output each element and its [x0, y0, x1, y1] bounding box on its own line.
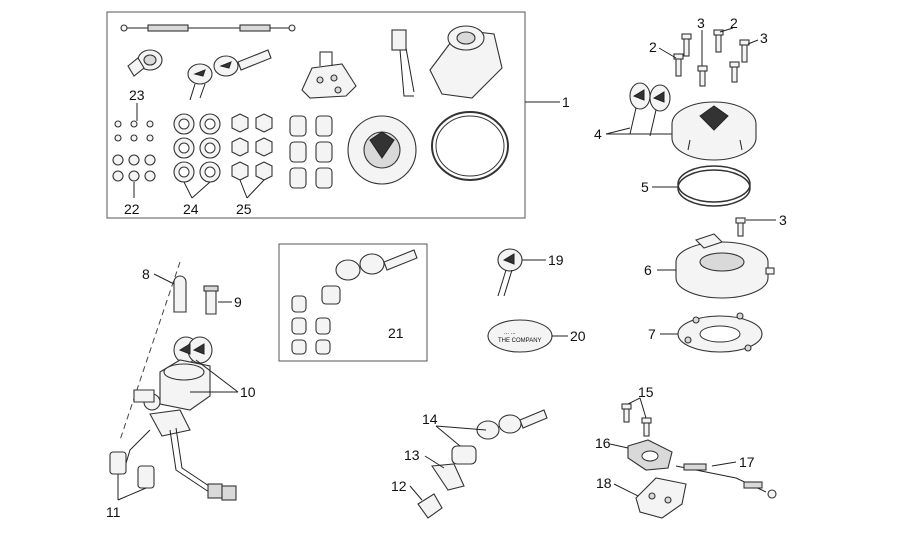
kit-cylinders [289, 115, 333, 189]
callout-16: 16 [595, 435, 611, 451]
seat-lock [301, 51, 357, 99]
kit-box-frame [106, 11, 526, 219]
kit-cable [120, 24, 296, 32]
keys-10 [173, 336, 213, 364]
key-19 [497, 248, 523, 297]
connector-11b [137, 465, 155, 489]
lock-cylinder-13 [431, 445, 477, 491]
seat-lock-assembly: 14 13 12 [391, 409, 548, 519]
callout-21: 21 [388, 325, 404, 341]
leader-13 [424, 455, 445, 469]
leader-14a [435, 425, 487, 431]
bracket-18 [635, 477, 687, 519]
cylinder-kit-group: 21 [278, 243, 428, 362]
callout-10: 10 [240, 384, 256, 400]
pin-9 [205, 289, 217, 315]
keys-14 [476, 409, 548, 440]
washers-23 [114, 120, 154, 142]
callout-2a: 2 [649, 39, 657, 55]
connector-11a [109, 451, 127, 475]
kit-box-group: 1 [106, 11, 570, 219]
bracket-assembly: 15 16 18 17 [595, 384, 777, 519]
bolts-2-3 [673, 29, 750, 87]
gasket-5 [677, 165, 751, 207]
callout-17: 17 [739, 454, 755, 470]
callout-6: 6 [644, 262, 652, 278]
callout-11: 11 [106, 504, 121, 520]
callout-24: 24 [183, 201, 199, 217]
callout-3c: 3 [779, 212, 787, 228]
leader-25a [239, 179, 248, 199]
kit-fuel-cap [347, 115, 417, 185]
leader-4a [605, 127, 631, 135]
leader-3b [747, 39, 759, 45]
leader-2a [658, 47, 677, 59]
bolt-15a [623, 407, 630, 423]
callout-9: 9 [234, 294, 242, 310]
callout-5: 5 [641, 179, 649, 195]
ignition-switch [123, 359, 237, 501]
bolt-15b [643, 421, 650, 437]
callout-23: 23 [129, 87, 145, 103]
leader-15b [639, 397, 647, 419]
fuel-cap-assembly: 2 3 2 3 4 5 [594, 15, 787, 353]
callout-3a: 3 [697, 15, 705, 31]
callout-13: 13 [404, 447, 420, 463]
callout-4: 4 [594, 126, 602, 142]
callout-12: 12 [391, 478, 407, 494]
leader-8 [153, 273, 175, 285]
callout-7: 7 [648, 326, 656, 342]
callout-3b: 3 [760, 30, 768, 46]
callout-14: 14 [422, 411, 438, 427]
callout-15: 15 [638, 384, 654, 400]
fuel-cap [671, 101, 757, 161]
nuts-25 [231, 113, 273, 181]
ignition-assembly: 8 9 10 [106, 261, 256, 520]
callout-1: 1 [562, 94, 570, 110]
callout-8: 8 [142, 266, 150, 282]
leader-15a [627, 397, 641, 405]
latch-12 [417, 493, 443, 519]
leader-10a [195, 359, 239, 393]
cable-17 [675, 463, 777, 499]
leader-17 [711, 461, 737, 467]
small-lock [127, 49, 163, 77]
cylinder-kit-key [321, 249, 418, 305]
leader-24a [183, 181, 193, 199]
plate-7 [677, 312, 763, 353]
kit-ignition [391, 25, 503, 99]
callout-2b: 2 [730, 15, 738, 31]
cylinder-kit-cylinders [291, 295, 331, 355]
pin-8 [173, 275, 187, 313]
emblem-line-2: THE COMPANY [498, 338, 542, 344]
leader-2b [719, 27, 734, 33]
callout-25: 25 [236, 201, 252, 217]
bolt-3 [737, 221, 744, 237]
kit-gasket [431, 111, 509, 181]
callout-18: 18 [596, 475, 612, 491]
emblem-line-1: ... ... [504, 330, 516, 336]
callout-19: 19 [548, 252, 564, 268]
callout-22: 22 [124, 201, 140, 217]
leader-16 [609, 443, 629, 449]
leader-14b [435, 425, 461, 447]
emblem-20: ... ... THE COMPANY [487, 319, 553, 353]
cylinder-kit-frame [278, 243, 428, 362]
leader-12 [409, 485, 423, 501]
flange-6 [675, 233, 775, 299]
leader-24b [191, 181, 211, 199]
keys-4 [629, 82, 671, 137]
kit-key [187, 49, 272, 101]
callout-20: 20 [570, 328, 586, 344]
washers-22 [112, 154, 156, 182]
leader-18 [613, 483, 639, 497]
rings-24 [173, 113, 221, 183]
leader-11b [117, 487, 147, 501]
leader-25b [246, 179, 265, 199]
